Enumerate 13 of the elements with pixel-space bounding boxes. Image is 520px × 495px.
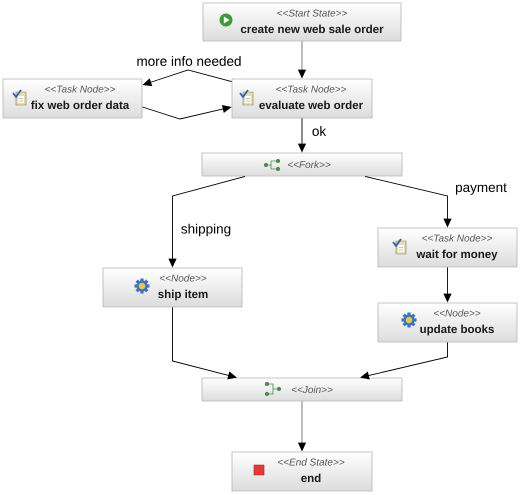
join-bar: <<Join>> bbox=[202, 378, 402, 402]
edge-label: shipping bbox=[180, 222, 232, 238]
edge-label: payment bbox=[454, 182, 508, 196]
edge-label: more info needed bbox=[135, 55, 243, 67]
fork-bar: <<Fork>> bbox=[202, 152, 402, 176]
state-box: <<Start State>> create new web sale order bbox=[202, 2, 402, 42]
state-box: <<End State>> end bbox=[232, 452, 372, 492]
edge-label: ok bbox=[310, 125, 328, 137]
task-box: <<Task Node>> fix web order data bbox=[2, 78, 142, 118]
node-box: <<Node>> update books bbox=[378, 302, 518, 342]
task-box: <<Task Node>> evaluate web order bbox=[232, 78, 372, 118]
node-box: <<Node>> ship item bbox=[102, 268, 242, 308]
task-box: <<Task Node>> wait for money bbox=[378, 228, 518, 268]
